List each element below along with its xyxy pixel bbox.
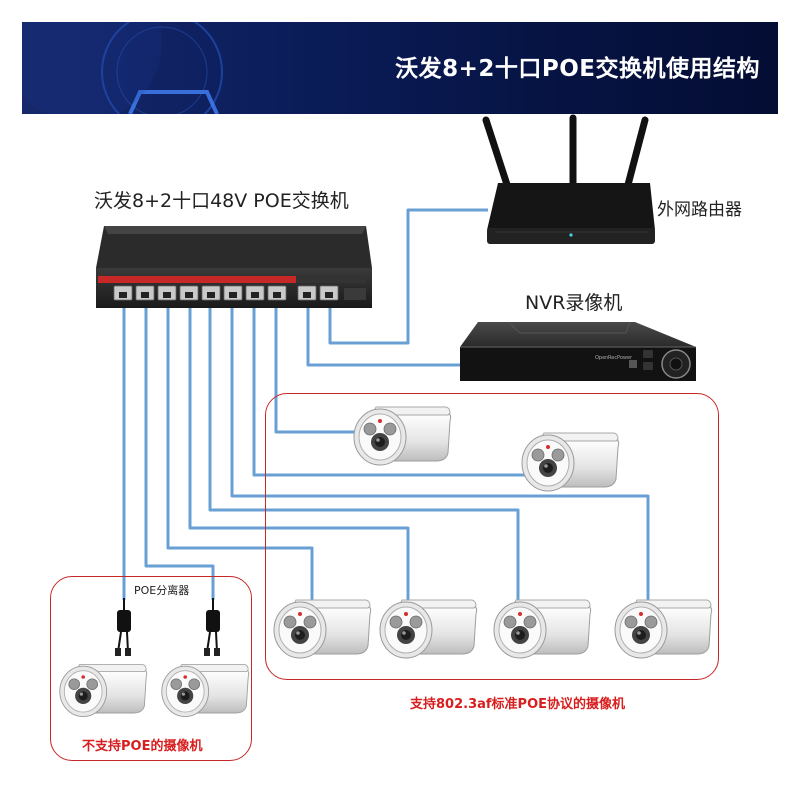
- cable-cam-right: [230, 305, 650, 602]
- cables: [122, 208, 650, 602]
- nonpoe-group-caption: 不支持POE的摄像机: [82, 739, 203, 754]
- nvr-recorder: Open Rec Power: [460, 321, 696, 381]
- cable-cam-mid-right: [208, 305, 520, 602]
- router-led: [569, 233, 573, 237]
- poe-group-caption: 支持802.3af标准POE协议的摄像机: [410, 697, 626, 712]
- cable-cam-left: [166, 305, 314, 602]
- router-label: 外网路由器: [657, 200, 742, 220]
- nvr-button-label: Rec: [608, 355, 617, 361]
- splitter-label: POE分离器: [134, 584, 190, 597]
- banner-decoration: [22, 22, 223, 114]
- cable-nvr: [306, 287, 460, 367]
- nonpoe-camera-group: [50, 576, 252, 761]
- poe-switch: [96, 226, 372, 308]
- cable-splitter-right: [144, 305, 215, 600]
- cable-cam-mid-left: [188, 305, 410, 602]
- banner-title: 沃发8+2十口POE交换机使用结构: [395, 56, 760, 82]
- cable-cam-top-left: [274, 305, 358, 434]
- nvr-button-label: Power: [617, 355, 633, 361]
- switch-red-strip: [98, 276, 296, 283]
- nvr-button-label: Open: [595, 355, 608, 361]
- cable-router-uplink: [328, 208, 488, 345]
- router: [482, 114, 655, 244]
- cable-cam-top-right: [252, 305, 530, 477]
- nvr-label: NVR录像机: [525, 292, 623, 314]
- switch-ports: [113, 285, 339, 301]
- poe-camera-group: [265, 393, 719, 680]
- switch-label: 沃发8+2十口48V POE交换机: [94, 190, 349, 212]
- title-banner: 沃发8+2十口POE交换机使用结构: [22, 22, 778, 114]
